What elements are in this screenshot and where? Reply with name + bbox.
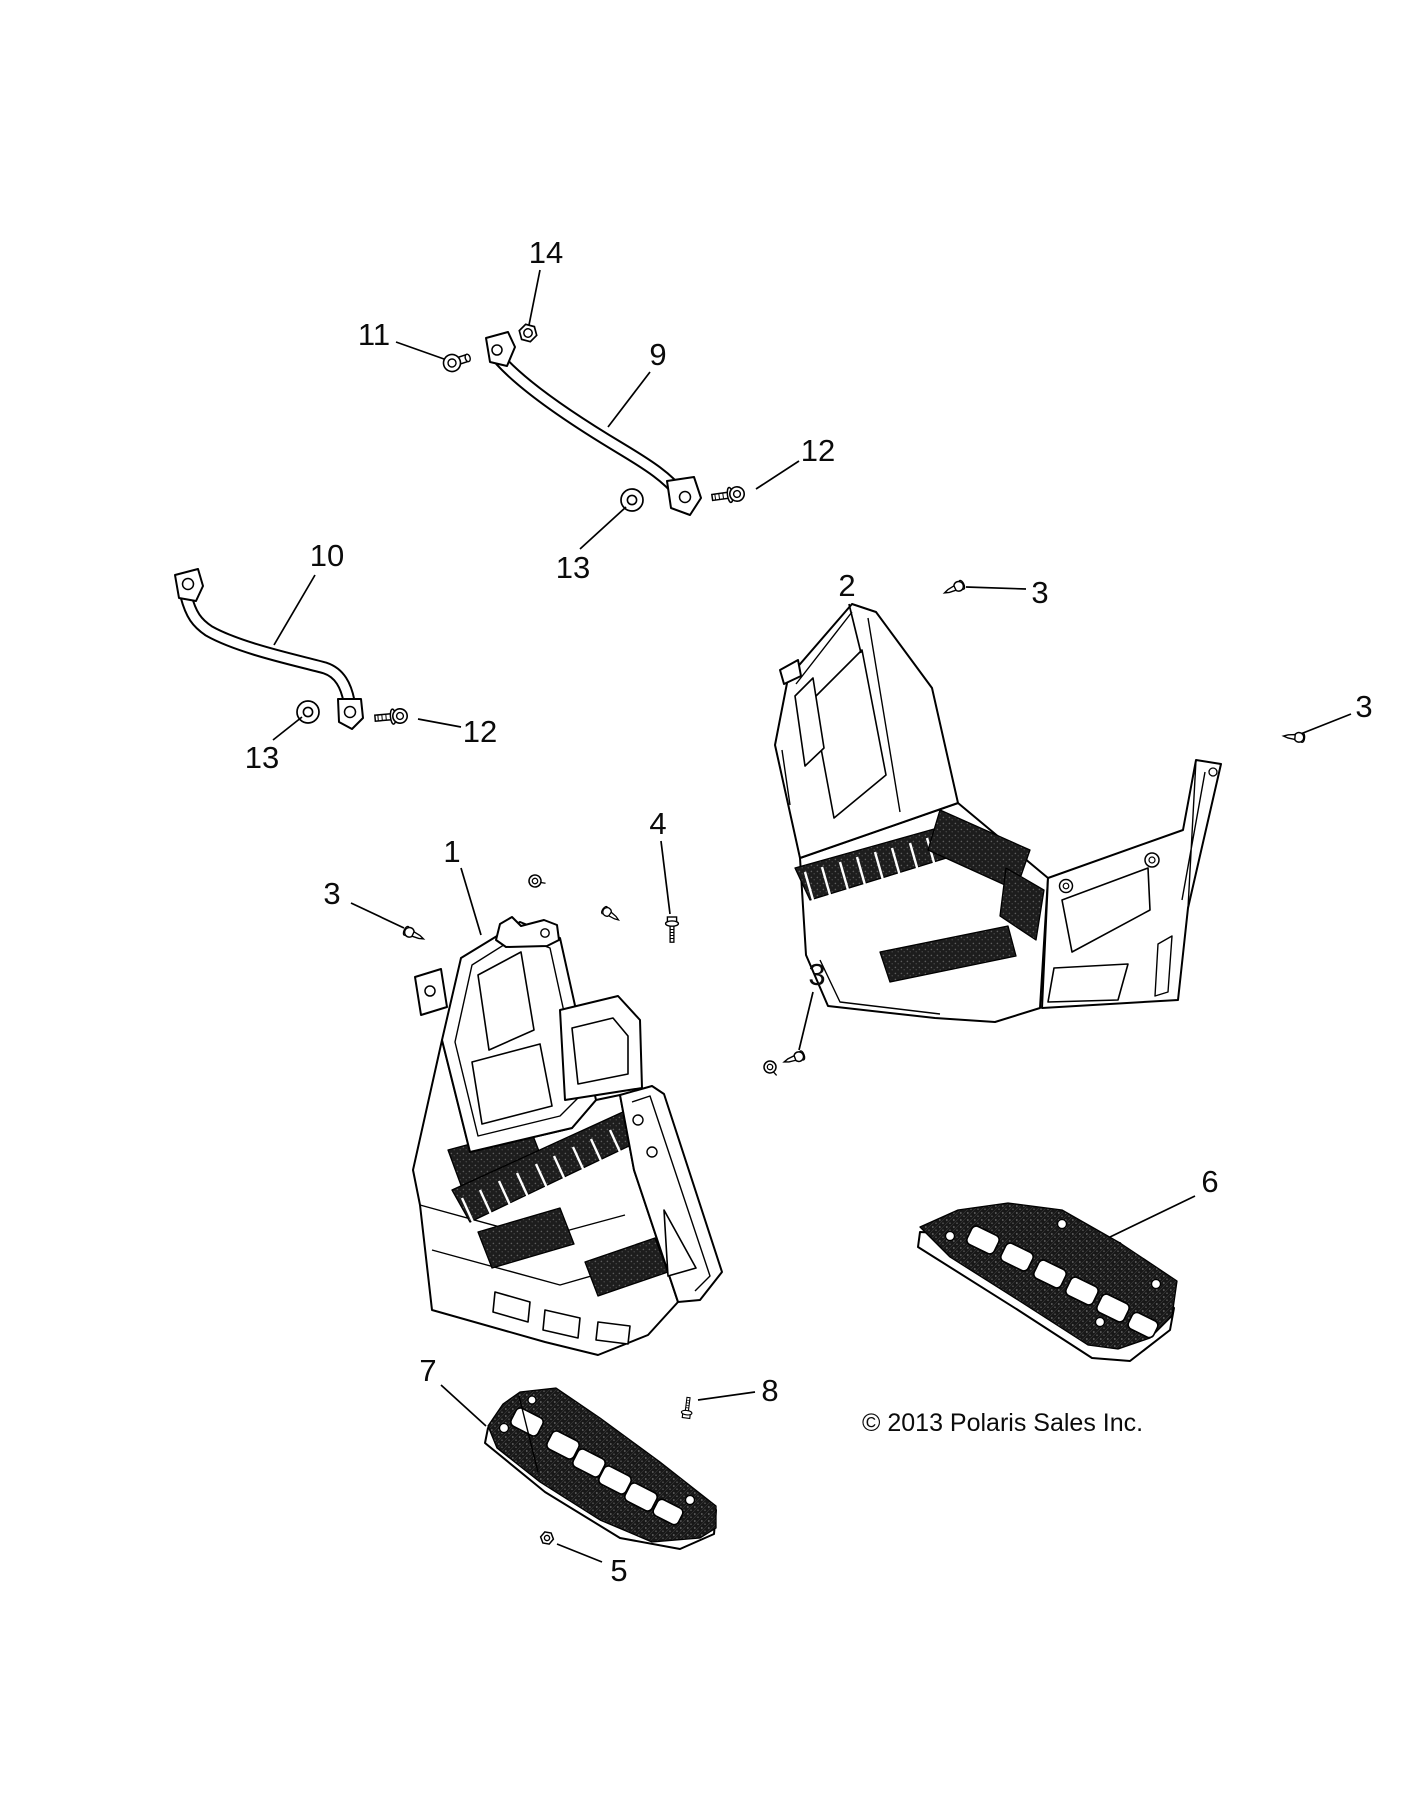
- support-brace-lower: [174, 568, 364, 730]
- nut-5: [538, 1530, 556, 1546]
- callout-2: 2: [838, 568, 855, 603]
- leader-lines: [272, 269, 1352, 1563]
- pin-screw-c: [599, 904, 622, 925]
- callout-7: 7: [419, 1353, 436, 1388]
- callout-10: 10: [310, 538, 344, 573]
- rivet-11: [440, 348, 474, 375]
- copyright-notice: © 2013 Polaris Sales Inc.: [862, 1409, 1143, 1437]
- bolt-12-upper: [710, 484, 746, 506]
- callout-14: 14: [529, 235, 563, 270]
- footrest-pad-right: [917, 1202, 1178, 1362]
- screw-3-left: [401, 924, 427, 944]
- screw-3-top: [941, 578, 967, 598]
- callout-6: 6: [1201, 1164, 1218, 1199]
- callout-3-center: 3: [808, 957, 825, 992]
- callout-3-top: 3: [1031, 575, 1048, 610]
- pin-screw-b: [526, 871, 547, 891]
- callout-12-lower: 12: [463, 714, 497, 749]
- callout-3-left: 3: [323, 876, 340, 911]
- callout-1: 1: [443, 834, 460, 869]
- screw-3-center: [781, 1049, 807, 1068]
- support-brace-upper: [485, 331, 702, 516]
- bolt-4: [664, 916, 680, 943]
- pin-screw-a: [762, 1059, 780, 1077]
- bolt-12-lower: [373, 707, 409, 727]
- screw-3-right: [1282, 730, 1306, 744]
- callout-13-lower: 13: [245, 740, 279, 775]
- callout-11: 11: [358, 317, 390, 352]
- callout-9: 9: [649, 337, 666, 372]
- flange-nut-14: [516, 322, 540, 344]
- callout-5: 5: [610, 1553, 627, 1588]
- callout-8: 8: [761, 1373, 778, 1408]
- callout-13-upper: 13: [556, 550, 590, 585]
- callout-3-right: 3: [1355, 689, 1372, 724]
- footwell-left: [412, 916, 723, 1356]
- callout-12-upper: 12: [801, 433, 835, 468]
- callout-4: 4: [649, 806, 666, 841]
- washer-13-lower: [296, 700, 320, 724]
- footrest-pad-left: [484, 1387, 717, 1550]
- footwell-right: [774, 603, 1222, 1023]
- screw-8: [680, 1396, 695, 1420]
